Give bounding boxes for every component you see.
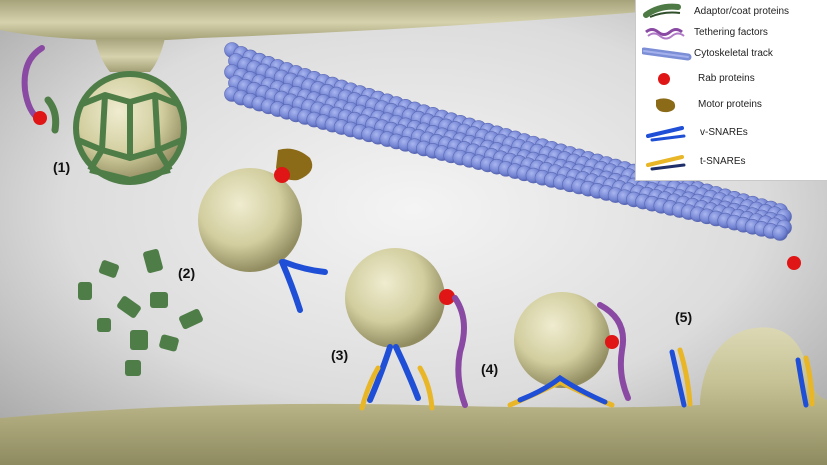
t-snare-step3 xyxy=(359,365,381,411)
coat-protein-icon xyxy=(643,3,681,18)
rab-step2 xyxy=(274,167,290,183)
microtubule-track xyxy=(224,42,792,241)
released-coat-fragments xyxy=(78,248,203,376)
legend-item-coat: Adaptor/coat proteins xyxy=(636,1,827,23)
step-label-3: (3) xyxy=(331,347,348,363)
legend-item-motor: Motor proteins xyxy=(636,94,827,116)
legend-item-rab: Rab proteins xyxy=(636,68,827,90)
v-snare-step4 xyxy=(517,374,608,405)
track-bead xyxy=(772,225,788,241)
tether-step3 xyxy=(452,295,468,408)
v-snare-icon xyxy=(646,126,686,142)
t-snare-icon xyxy=(646,155,686,171)
transported-vesicle xyxy=(198,148,328,313)
tether-icon xyxy=(645,28,685,40)
track-icon xyxy=(642,47,692,61)
budding-neck xyxy=(95,38,165,72)
legend-label-v-snare: v-SNAREs xyxy=(700,127,748,138)
donor-membrane xyxy=(0,0,640,41)
legend-label-motor: Motor proteins xyxy=(698,99,762,110)
step-label-4: (4) xyxy=(481,361,498,377)
tether-step1 xyxy=(21,45,45,123)
fused-vesicle-snares xyxy=(669,256,815,408)
tethered-vesicle xyxy=(345,248,468,411)
step-label-5: (5) xyxy=(675,309,692,325)
legend-item-tether: Tethering factors xyxy=(636,22,827,44)
legend-label-coat: Adaptor/coat proteins xyxy=(694,6,790,17)
step-label-1: (1) xyxy=(53,159,70,175)
tether-step4 xyxy=(597,302,631,401)
legend-label-tether: Tethering factors xyxy=(694,27,768,38)
free-rab xyxy=(787,256,801,270)
v-snare-step3 xyxy=(367,344,393,403)
clathrin-coat xyxy=(73,71,187,185)
target-membrane xyxy=(0,327,827,465)
rab-step1 xyxy=(33,111,47,125)
legend-item-t-snare: t-SNAREs xyxy=(636,151,827,173)
v-snare-step2 xyxy=(279,259,303,313)
legend-item-track: Cytoskeletal track xyxy=(636,43,827,65)
step-label-2: (2) xyxy=(178,265,195,281)
legend-label-rab: Rab proteins xyxy=(698,73,755,84)
legend: Adaptor/coat proteins Tethering factors … xyxy=(635,0,827,181)
rab-icon xyxy=(658,73,670,85)
legend-label-track: Cytoskeletal track xyxy=(694,48,773,59)
motor-icon xyxy=(656,98,676,113)
legend-item-v-snare: v-SNAREs xyxy=(636,122,827,144)
docking-vesicle xyxy=(507,292,631,408)
budding-vesicle xyxy=(21,45,187,185)
legend-label-t-snare: t-SNAREs xyxy=(700,156,746,167)
